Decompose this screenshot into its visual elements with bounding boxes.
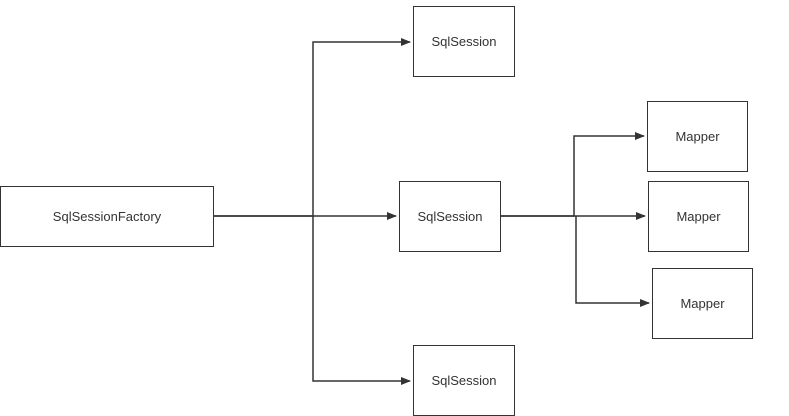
sqlsession-node-top: SqlSession xyxy=(413,6,515,77)
mapper-node-bottom: Mapper xyxy=(652,268,753,339)
mapper-label: Mapper xyxy=(676,209,721,224)
sqlsession-node-middle: SqlSession xyxy=(399,181,501,252)
sqlsessionfactory-node: SqlSessionFactory xyxy=(0,186,214,247)
connector-session-to-mapper-top xyxy=(501,132,645,217)
connector-factory-to-session-bottom xyxy=(312,216,411,385)
mapper-label: Mapper xyxy=(680,296,725,311)
mapper-node-top: Mapper xyxy=(647,101,748,172)
sqlsession-label: SqlSession xyxy=(417,209,483,224)
sqlsession-label: SqlSession xyxy=(431,373,497,388)
connector-factory-to-session-top xyxy=(214,38,411,217)
mapper-label: Mapper xyxy=(675,129,720,144)
connector-session-to-mapper-bottom xyxy=(575,216,650,307)
sqlsessionfactory-label: SqlSessionFactory xyxy=(52,209,162,224)
sqlsession-node-bottom: SqlSession xyxy=(413,345,515,416)
sqlsession-label: SqlSession xyxy=(431,34,497,49)
mapper-node-middle: Mapper xyxy=(648,181,749,252)
